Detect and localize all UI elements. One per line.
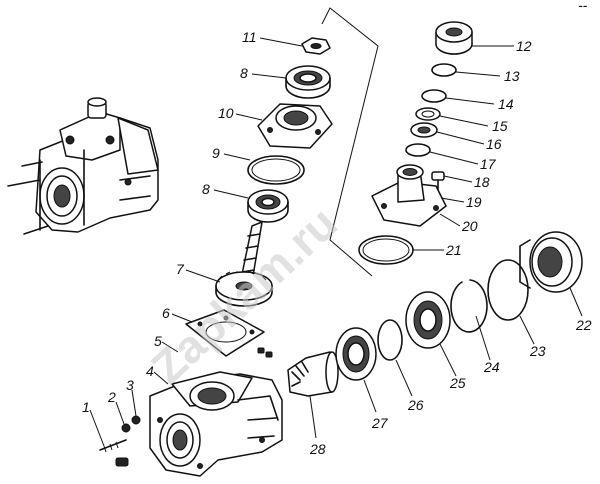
label-4: 4 [146,363,154,379]
label-17: 17 [480,156,497,172]
label-26: 26 [407,397,424,413]
part-26-ring [377,319,403,361]
label-8b: 8 [240,65,248,81]
part-8-bearing-upper [285,65,331,99]
part-28-bevel-pinion [287,351,339,397]
label-23: 23 [529,343,546,359]
part-12-cap-nut [435,21,473,55]
label-10: 10 [218,105,234,121]
part-16-bearing-inner [417,126,431,134]
label-27: 27 [371,415,389,431]
part-7-pinion-shaft [215,221,273,307]
part-15-seal-inner [421,110,435,118]
label-11: 11 [242,29,257,45]
part-23-ring [487,259,529,321]
label-28: 28 [309,441,326,457]
label-leader-lines [89,37,583,447]
label-3: 3 [126,377,134,393]
part-20-flange-housing [371,164,447,227]
part-4-main-housing [149,371,283,477]
label-24: 24 [483,359,500,375]
part-nut-bottom [115,457,129,467]
label-22: 22 [575,317,592,333]
part-8-bearing-lower [247,189,289,223]
label-12: 12 [516,38,532,54]
part-24-snap-ring [450,279,488,333]
part-9-gasket-ring [247,155,305,185]
part-27-bearing [335,327,377,381]
part-15-seal [415,107,441,121]
label-8a: 8 [202,181,210,197]
part-13-washer [431,63,457,77]
part-21-gasket-ring-inner [362,238,410,262]
label-15: 15 [492,118,508,134]
label-6: 6 [162,305,170,321]
corner-mark: -- [578,0,588,13]
label-9: 9 [212,145,220,161]
label-1: 1 [82,399,90,415]
part-6-gasket-plate [185,309,265,357]
label-7: 7 [176,261,185,277]
part-11-nut [301,37,331,55]
axis-leader-lines [321,7,379,277]
part-10-bearing-cap [257,103,333,149]
label-19: 19 [466,194,482,210]
part-21-gasket-ring [358,235,414,265]
assembled-gearbox [7,97,159,235]
part-3-nut [131,415,141,425]
label-14: 14 [498,96,514,112]
label-13: 13 [504,68,520,84]
label-25: 25 [449,375,466,391]
part-25-bearing [405,291,451,349]
part-5-small-fasteners [257,347,273,358]
label-5: 5 [154,333,162,349]
part-2-washer [121,423,131,433]
label-21: 21 [445,242,462,258]
part-17-ring [405,143,431,157]
label-16: 16 [486,136,502,152]
part-9-gasket-ring-inner [251,158,301,182]
part-14-ring [421,89,447,103]
label-20: 20 [461,218,478,234]
part-1-stud [99,439,127,453]
label-2: 2 [107,389,116,405]
label-18: 18 [474,174,490,190]
part-22-bearing-cup [519,231,583,293]
part-labels: 1 2 3 4 5 6 7 8 9 10 8 11 12 13 14 15 16… [82,29,592,457]
